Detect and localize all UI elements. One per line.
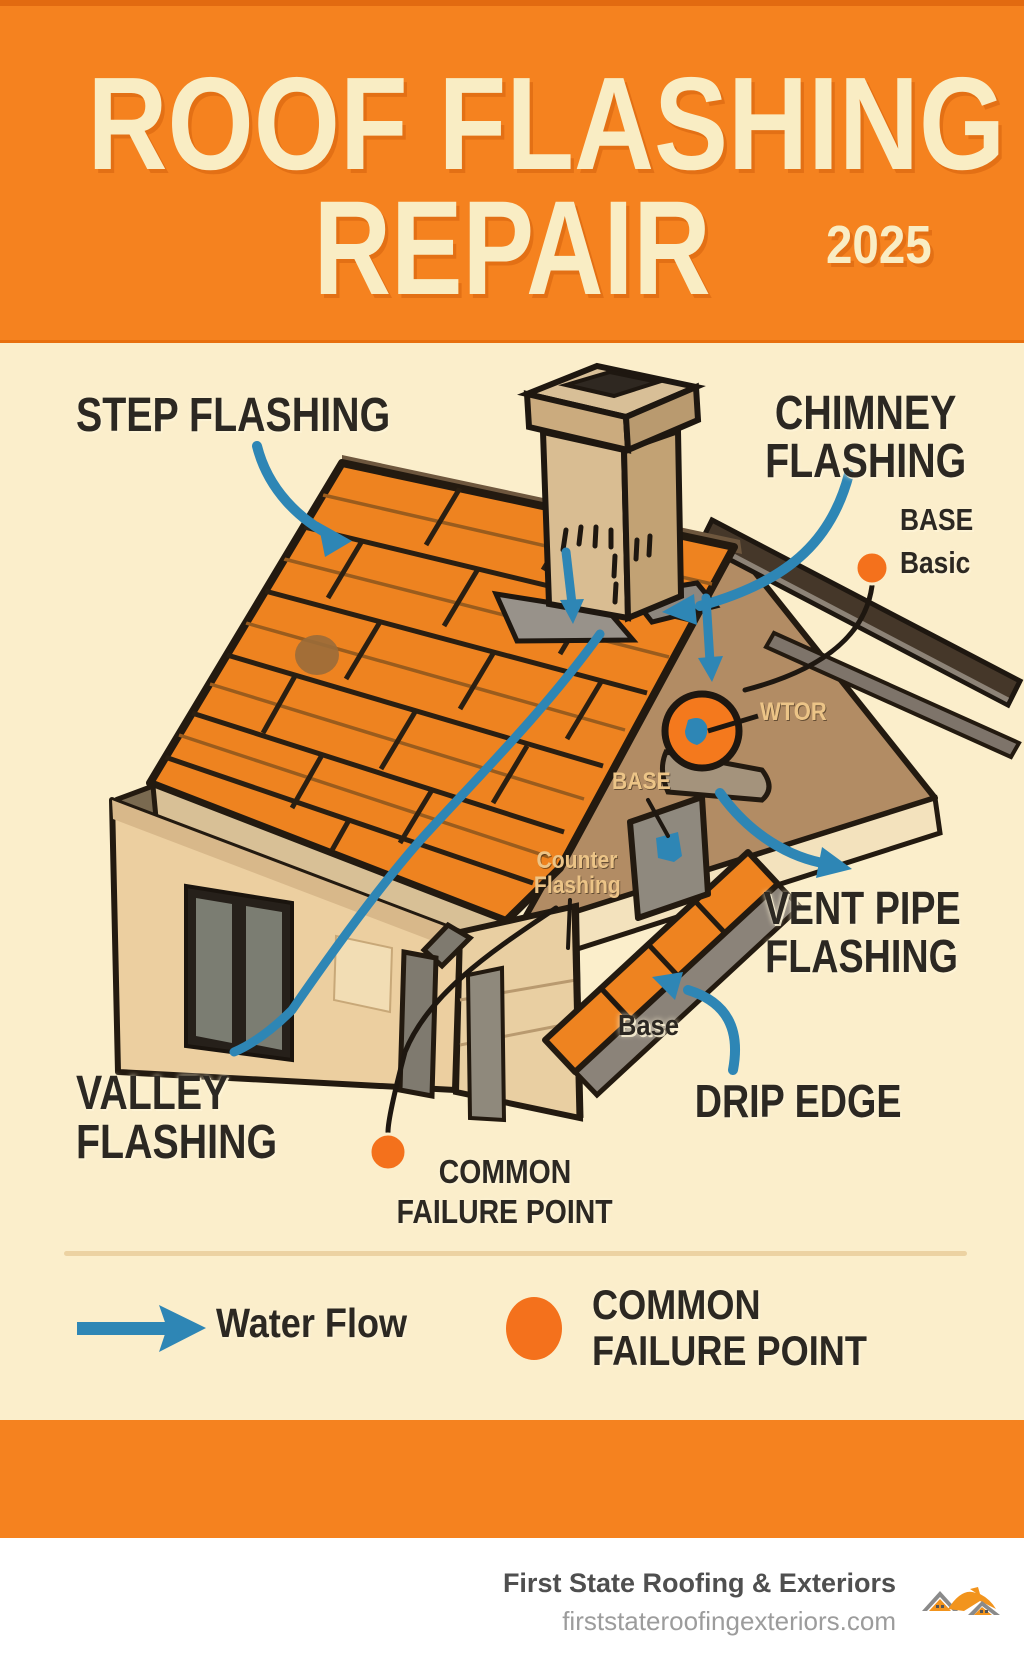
chimney-flashing-arrow-icon xyxy=(695,469,854,611)
drip-edge-arrow-icon xyxy=(683,985,740,1075)
label-vent-pipe-flashing: VENT PIPE FLASHING xyxy=(763,882,961,982)
wtor-leader-line xyxy=(707,713,759,734)
water-flow-arrows xyxy=(229,441,854,1075)
label-step-flashing: STEP FLASHING xyxy=(76,389,391,442)
window xyxy=(184,883,294,1063)
roof-damage-spot xyxy=(295,635,339,675)
base-gable-leader xyxy=(646,798,670,838)
vent-water-icon xyxy=(685,718,708,745)
label-base-upper: BASE xyxy=(900,502,974,537)
leader-lines xyxy=(385,583,875,1135)
base-flashing-panel xyxy=(627,794,711,921)
label-common-failure-point: COMMON FAILURE POINT xyxy=(396,1153,614,1230)
water-mark-icon xyxy=(656,832,682,862)
vent-down-arrow-icon xyxy=(701,593,715,667)
label-base-lower: Base xyxy=(618,1010,680,1042)
label-counter-flashing: Counter Flashing xyxy=(533,847,621,899)
page-title-line1: ROOF FLASHING xyxy=(87,50,1006,197)
legend-failure-point-icon xyxy=(506,1297,562,1360)
label-wtor: WTOR xyxy=(760,698,827,726)
valley-water-line xyxy=(229,629,605,1057)
chimney-flue-opening xyxy=(558,369,666,399)
counter-flashing-leader xyxy=(566,898,572,950)
year-badge: 2025 xyxy=(826,215,932,275)
failure-point-leader xyxy=(385,905,559,1135)
basic-marker-leader xyxy=(742,583,875,693)
company-logo-icon xyxy=(922,1587,1000,1615)
label-drip-edge: DRIP EDGE xyxy=(694,1075,902,1127)
failure-point-marker-icon xyxy=(368,1132,408,1172)
front-panel xyxy=(465,965,507,1123)
label-basic: Basic xyxy=(900,545,971,580)
company-name: First State Roofing & Exteriors xyxy=(502,1568,896,1598)
legend-failure-point-label: COMMON FAILURE POINT xyxy=(592,1281,867,1374)
footer: First State Roofing & Exteriors firststa… xyxy=(0,1538,1024,1666)
label-chimney-flashing: CHIMNEY FLASHING xyxy=(765,387,967,488)
bottom-orange-band xyxy=(0,1420,1024,1538)
chimney-down-arrow-icon xyxy=(561,547,577,609)
house-walls xyxy=(109,797,584,1123)
label-base-gable: BASE xyxy=(612,768,671,795)
legend-water-flow-label: Water Flow xyxy=(216,1300,408,1346)
water-flow-arrow-icon xyxy=(77,1305,206,1352)
label-valley-flashing: VALLEY FLASHING xyxy=(76,1067,278,1169)
vent-pipe xyxy=(660,690,772,803)
wall-patch xyxy=(332,934,394,1014)
chimney xyxy=(491,362,721,644)
page-title-line2: REPAIR xyxy=(313,174,711,323)
company-website: firststateroofingexteriors.com xyxy=(562,1606,896,1636)
basic-marker-icon xyxy=(854,550,890,586)
right-roof-drip-board xyxy=(763,630,1022,760)
base-lower-leader xyxy=(598,986,630,1020)
vent-pipe-arrow-icon xyxy=(715,788,833,869)
header-band: ROOF FLASHING REPAIR 2025 xyxy=(0,0,1024,343)
legend-divider xyxy=(64,1251,967,1256)
chimney-dashes xyxy=(560,524,653,605)
